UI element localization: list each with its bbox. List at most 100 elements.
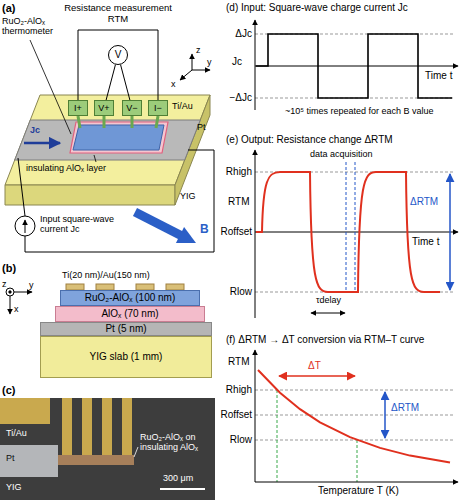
axis-arrows <box>6 288 32 314</box>
calibration-plot <box>255 415 455 416</box>
annotation: τdelay <box>316 295 341 305</box>
photo-label: Ti/Au <box>6 428 27 438</box>
layer-box: RuO₂-AlOₓ (100 nm) <box>60 290 200 306</box>
node-text: I+ <box>74 103 82 113</box>
input-plot <box>255 66 458 67</box>
panel-title: (e) Output: Resistance change ΔRTM <box>226 134 393 146</box>
part-label: Pt <box>197 122 206 132</box>
contact-pad: V− <box>122 100 142 116</box>
panel-title: (d) Input: Square-wave charge current Jc <box>226 2 408 14</box>
layer-box: Pt (5 nm) <box>40 322 212 336</box>
calibration-plot <box>277 390 278 482</box>
electrode-lead <box>103 116 106 128</box>
sample-illustration <box>5 95 210 205</box>
axis-label: Temperature T (K) <box>318 485 399 497</box>
output-plot <box>255 150 256 318</box>
annotation: ΔRTM <box>390 402 420 414</box>
part-label: Ti/Au <box>172 101 193 111</box>
axis-tick-label: Rhigh <box>226 166 252 178</box>
output-plot <box>255 232 458 233</box>
annotation: ΔRTM <box>410 196 438 208</box>
axis-arrows <box>10 296 11 314</box>
node-text: Pt (5 nm) <box>105 323 146 335</box>
annotation: ΔT <box>308 360 321 372</box>
panel-label: (b) <box>2 262 16 275</box>
panel-label: (c) <box>2 384 15 397</box>
micrograph <box>0 445 58 477</box>
sample-illustration <box>70 122 168 153</box>
axis-label: Jc <box>232 56 242 68</box>
node-text: AlOₓ (70 nm) <box>101 308 158 320</box>
sample-illustration <box>5 95 210 185</box>
output-plot <box>355 162 356 290</box>
source-label: Input square-wave current Jc <box>40 214 132 235</box>
calibration-plot <box>258 370 450 463</box>
current-label: Jc <box>30 125 40 135</box>
part-label: insulating AlOₓ layer <box>26 163 106 173</box>
current-source <box>15 150 214 252</box>
output-plot <box>449 174 451 290</box>
axis-arrows <box>192 54 193 70</box>
axis-label: z <box>196 45 201 55</box>
micrograph <box>82 398 92 456</box>
axis-label: y <box>29 280 34 290</box>
photo-label: YIG <box>6 482 22 492</box>
micrograph <box>0 398 215 500</box>
axis-tick-label: Roffset <box>221 409 253 421</box>
leader-line <box>30 40 71 134</box>
part-label: RuO₂-AlOₓ thermometer <box>2 16 60 37</box>
note: ~10⁵ times repeated for each B value <box>285 106 460 116</box>
scale-bar-label: 300 μm <box>163 473 193 483</box>
calibration-plot <box>255 390 455 391</box>
voltmeter-circle: V <box>108 45 128 65</box>
electrode-lead <box>156 116 158 128</box>
node-text: V+ <box>98 103 109 113</box>
part-label: YIG <box>180 191 196 201</box>
node-text: I− <box>154 103 162 113</box>
axis-tick-label: Rlow <box>230 434 252 446</box>
micrograph <box>0 398 215 500</box>
axis-tick-label: ΔJc <box>235 28 252 40</box>
axis-arrows <box>14 292 32 293</box>
electrode-lead <box>78 116 158 128</box>
calibration-plot <box>384 392 386 438</box>
axis-label: x <box>14 304 19 314</box>
node-text: YIG slab (1 mm) <box>90 351 163 363</box>
axis-label: z <box>2 279 7 289</box>
node-text: V− <box>126 103 137 113</box>
contact-pad: V+ <box>94 100 114 116</box>
micrograph <box>62 398 72 456</box>
input-plot <box>256 34 452 98</box>
axis-tick-label: −ΔJc <box>229 92 252 104</box>
leader-line <box>30 40 96 162</box>
output-plot <box>255 150 458 318</box>
calibration-plot <box>357 440 358 482</box>
wire <box>121 65 130 100</box>
micrograph <box>58 455 134 465</box>
current-source <box>18 158 25 216</box>
current-arrow <box>24 142 60 145</box>
photo-label: Pt <box>6 453 15 463</box>
calibration-plot <box>255 350 458 482</box>
calibration-plot <box>279 375 355 377</box>
layer-box: AlOₓ (70 nm) <box>55 306 205 322</box>
field-label: B <box>200 223 209 237</box>
layer-box: YIG slab (1 mm) <box>40 336 212 378</box>
input-plot <box>255 20 256 110</box>
photo-label: RuO₂-AlOₓ on insulating AlOₓ <box>140 432 212 453</box>
input-plot <box>255 20 458 110</box>
panel-title: (f) ΔRTM → ΔT conversion via RTM–T curve <box>226 334 424 346</box>
axis-tick-label: Rhigh <box>226 384 252 396</box>
current-source <box>25 220 26 233</box>
node-text: V <box>115 49 122 61</box>
sample-illustration <box>73 125 164 150</box>
node-text: RuO₂-AlOₓ (100 nm) <box>85 292 176 304</box>
contact-pad: I+ <box>68 100 88 116</box>
output-plot <box>346 162 347 290</box>
micrograph <box>0 398 50 424</box>
field-arrow <box>176 227 196 243</box>
measurement-label: Resistance measurement RTM <box>58 3 178 25</box>
leader-line <box>94 155 96 162</box>
axis-label: x <box>171 79 176 89</box>
